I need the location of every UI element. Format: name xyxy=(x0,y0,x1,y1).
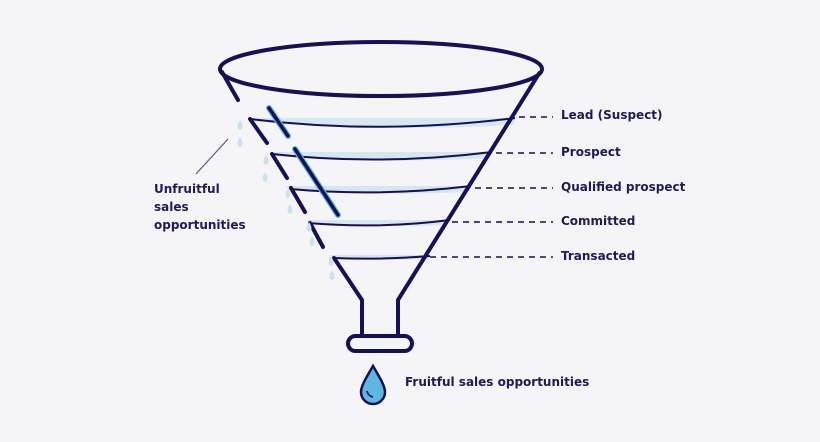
slash-accents xyxy=(266,105,341,218)
stage-label-lead: Lead (Suspect) xyxy=(561,108,663,122)
stage-label-qualified-prospect: Qualified prospect xyxy=(561,180,686,194)
unfruitful-annotation: Unfruitful sales opportunities xyxy=(154,180,246,234)
funnel-spout-cap xyxy=(346,334,414,353)
annotation-line-1: Unfruitful xyxy=(154,182,220,196)
annotation-line xyxy=(195,138,229,175)
annotation-line-2: sales xyxy=(154,200,189,214)
falling-drops xyxy=(237,120,335,280)
funnel-left-wall xyxy=(220,70,364,340)
leader-lines xyxy=(430,116,553,258)
water-drop-icon xyxy=(359,363,387,406)
annotation-line-3: opportunities xyxy=(154,218,246,232)
funnel-rim xyxy=(218,40,544,98)
stage-lines xyxy=(249,117,516,260)
fruitful-label: Fruitful sales opportunities xyxy=(405,375,590,389)
stage-label-committed: Committed xyxy=(561,214,636,228)
stage-label-prospect: Prospect xyxy=(561,145,621,159)
stage-label-transacted: Transacted xyxy=(561,249,636,263)
funnel-right-wall xyxy=(396,70,542,338)
